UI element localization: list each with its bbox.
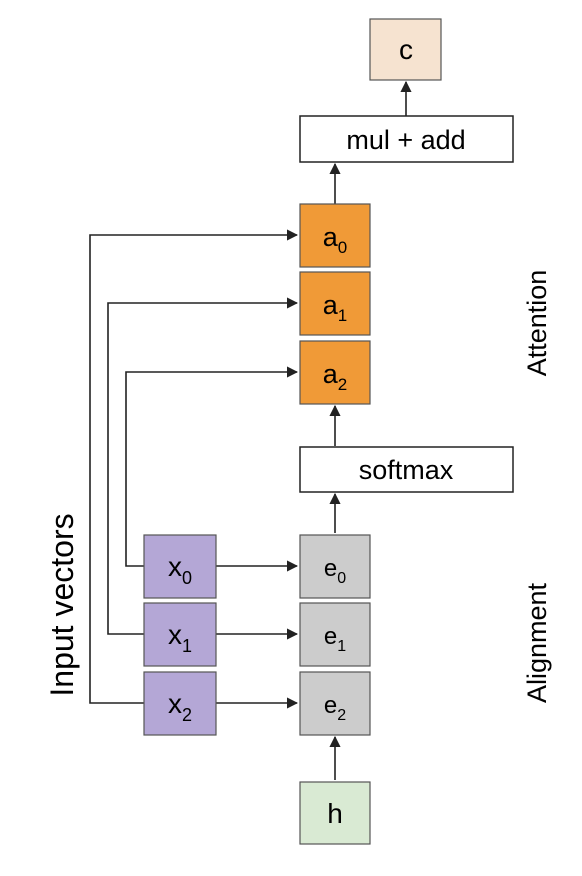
- input-node-x0: x0: [143, 534, 217, 599]
- input-node-x1: x1: [143, 602, 217, 667]
- attention-a2-base: a: [323, 359, 339, 389]
- input-node-x2: x2: [143, 671, 217, 736]
- input-x0-base: x: [168, 551, 182, 582]
- softmax-box: [299, 446, 514, 493]
- attention-node-a1: a1: [299, 271, 371, 336]
- alignment-e1-label: e1: [324, 623, 346, 655]
- alignment-e2-box: [299, 671, 371, 736]
- alignment-node-e0: e0: [299, 534, 371, 599]
- attention-node-a2: a2: [299, 340, 371, 405]
- alignment-e1-base: e: [324, 623, 337, 650]
- input-x1-label: x1: [168, 619, 192, 656]
- hidden-state-h-node: h: [299, 781, 371, 845]
- alignment-e0-sub: 0: [337, 570, 346, 587]
- softmax-node: softmax: [299, 446, 514, 493]
- input-x0-label: x0: [168, 551, 192, 588]
- output-c-label: c: [399, 34, 413, 65]
- input-x2-sub: 2: [182, 705, 192, 725]
- alignment-e2-base: e: [324, 692, 337, 719]
- connectors: [89, 80, 412, 780]
- alignment-section-label: Alignment: [522, 582, 552, 703]
- alignment-e1-sub: 1: [337, 638, 346, 655]
- alignment-e0-box: [299, 534, 371, 599]
- arrow-x2-to-a0: [89, 229, 299, 704]
- input-x0-sub: 0: [182, 568, 192, 588]
- attention-a2-sub: 2: [338, 375, 347, 394]
- mul-add-node: mul + add: [299, 115, 514, 163]
- input-x2-base: x: [168, 688, 182, 719]
- input-x1-box: [143, 602, 217, 667]
- softmax-label: softmax: [359, 455, 454, 485]
- attention-a0-sub: 0: [338, 238, 347, 257]
- attention-a2-label: a2: [323, 359, 348, 394]
- arrow-x1-to-a1: [107, 297, 299, 635]
- alignment-node-e1: e1: [299, 602, 371, 667]
- attention-a1-sub: 1: [338, 306, 347, 325]
- alignment-e1-box: [299, 602, 371, 667]
- alignment-e0-base: e: [324, 555, 337, 582]
- output-c-box: [369, 18, 442, 81]
- attention-a1-box: [299, 271, 371, 336]
- arrow-x0-to-a2: [125, 366, 299, 567]
- hidden-state-h-label: h: [327, 798, 343, 829]
- attention-a2-box: [299, 340, 371, 405]
- input-vectors-label: Input vectors: [44, 513, 80, 696]
- attention-a1-label: a1: [323, 290, 348, 325]
- input-x0-box: [143, 534, 217, 599]
- attention-section-label: Attention: [522, 270, 552, 377]
- attention-node-a0: a0: [299, 203, 371, 268]
- attention-a0-box: [299, 203, 371, 268]
- input-x1-sub: 1: [182, 636, 192, 656]
- alignment-e2-sub: 2: [337, 707, 346, 724]
- attention-a0-label: a0: [323, 222, 348, 257]
- input-x1-base: x: [168, 619, 182, 650]
- alignment-e2-label: e2: [324, 692, 346, 724]
- attention-a1-base: a: [323, 290, 339, 320]
- output-c-node: c: [369, 18, 442, 81]
- input-x2-label: x2: [168, 688, 192, 725]
- alignment-node-e2: e2: [299, 671, 371, 736]
- alignment-e0-label: e0: [324, 555, 346, 587]
- attention-a0-base: a: [323, 222, 339, 252]
- input-x2-box: [143, 671, 217, 736]
- hidden-state-h-box: [299, 781, 371, 845]
- mul-add-label: mul + add: [346, 125, 465, 155]
- mul-add-box: [299, 115, 514, 163]
